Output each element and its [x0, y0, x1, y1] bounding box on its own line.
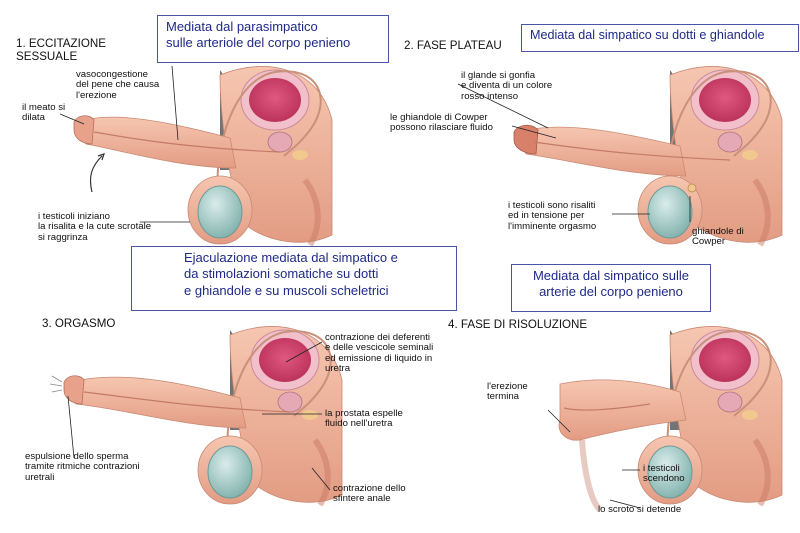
label-vasocongestion: vasocongestione del pene che causa l'ere… — [76, 69, 160, 101]
label-prostate: la prostata espelle fluido nell'uretra — [325, 408, 403, 430]
figure-orgasm — [49, 326, 342, 505]
box-sympathetic-arteries: Mediata dal simpatico sulle arterie del … — [511, 264, 711, 312]
label-deferent-contraction: contrazione dei deferenti e delle vescic… — [325, 332, 434, 375]
label-testicles-rise: i testicoli iniziano la risalita e la cu… — [38, 211, 152, 243]
label-cowper-fluid: le ghiandole di Cowper possono rilasciar… — [390, 112, 493, 134]
label-meatus: il meato si dilata — [22, 102, 66, 124]
label-cowper-glands: ghiandole di Cowper — [692, 226, 744, 248]
box-ejaculation: Ejaculazione mediata dal simpatico e da … — [131, 246, 457, 311]
label-sperm-expulsion: espulsione dello sperma tramite ritmiche… — [25, 451, 140, 483]
label-scrotum-relaxes: lo scroto si detende — [598, 504, 682, 515]
label-testicles-raised: i testicoli sono risaliti ed in tensione… — [508, 200, 597, 232]
phase-plateau-title: 2. FASE PLATEAU — [404, 39, 502, 52]
pointer-lines — [59, 65, 691, 509]
phase-resolution-title: 4. FASE DI RISOLUZIONE — [448, 318, 588, 331]
figure-excitement — [73, 66, 332, 245]
label-anal-sphincter: contrazione dello sfintere anale — [333, 483, 406, 505]
figure-resolution — [558, 326, 782, 513]
figure-plateau — [513, 66, 782, 245]
box-sympathetic-ducts: Mediata dal simpatico su dotti e ghiando… — [521, 24, 799, 52]
label-erection-ends: l'erezione termina — [487, 381, 528, 403]
box-parasympathetic: Mediata dal parasimpatico sulle arteriol… — [157, 15, 389, 63]
label-testicles-descend: i testicoli scendono — [643, 463, 685, 485]
phase-orgasm-title: 3. ORGASMO — [42, 317, 116, 330]
label-glans: il glande si gonfia e diventa di un colo… — [461, 70, 553, 102]
phase-excitement-title: 1. ECCITAZIONE SESSUALE — [16, 37, 106, 63]
